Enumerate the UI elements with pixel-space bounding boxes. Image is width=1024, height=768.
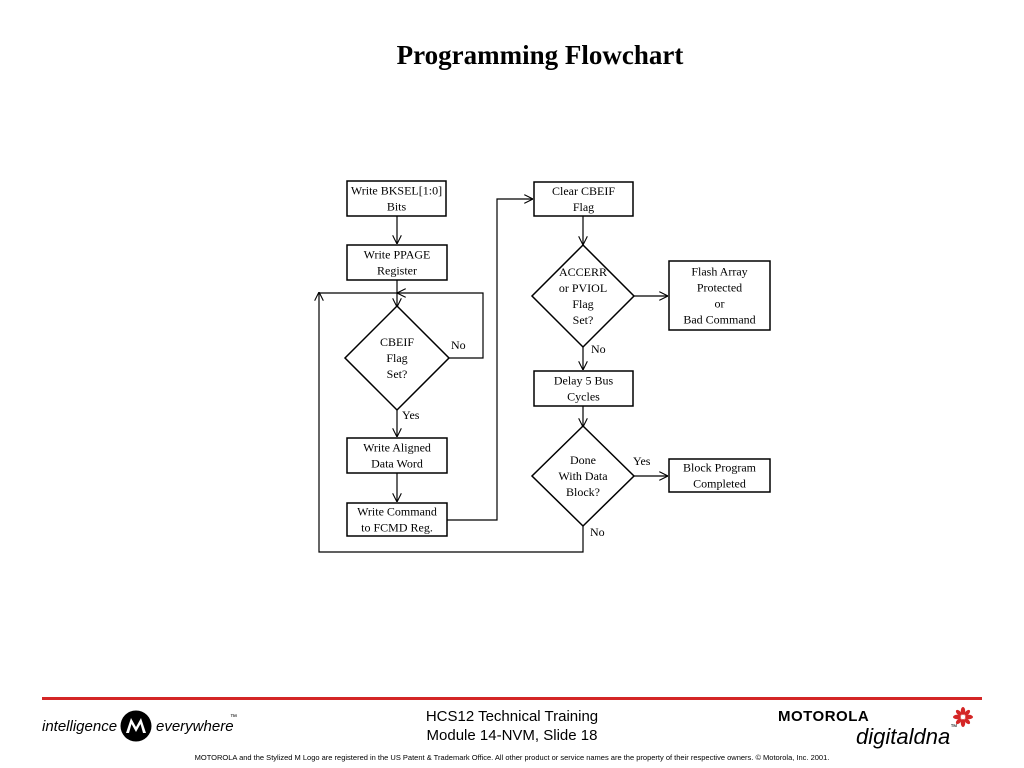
flash-protected-line-3: or <box>715 297 725 311</box>
clear-cbeif-line-1: Clear CBEIF <box>552 184 615 198</box>
edge-label-done-no: No <box>590 525 605 539</box>
cbeif-check-line-3: Set? <box>387 367 408 381</box>
write-data-line-1: Write Aligned <box>363 441 431 455</box>
cbeif-check-line-1: CBEIF <box>380 335 414 349</box>
write-ppage-line-1: Write PPAGE <box>364 248 431 262</box>
write-data-box <box>346 437 448 474</box>
motorola-wordmark: MOTOROLA <box>778 708 870 725</box>
arrow-done-no-loop <box>319 292 584 553</box>
clear-cbeif-line-2: Flag <box>573 200 594 214</box>
tagline-right: everywhere <box>156 718 234 735</box>
done-check-diamond <box>530 424 636 528</box>
digitaldna-text: digitaldna <box>856 724 951 749</box>
block-complete-box <box>668 458 771 493</box>
error-check-line-3: Flag <box>572 297 593 311</box>
write-bksel-line-2: Bits <box>387 200 407 214</box>
block-complete-line-1: Block Program <box>683 461 757 475</box>
write-bksel-line-1: Write BKSEL[1:0] <box>351 184 442 198</box>
delay-line-2: Cycles <box>567 390 600 404</box>
flash-protected-box <box>668 260 771 331</box>
tagline-left: intelligence <box>42 718 118 735</box>
cbeif-check-diamond <box>343 304 451 412</box>
clear-cbeif-box <box>533 181 634 217</box>
motorola-m-logo-icon <box>120 710 152 742</box>
cbeif-check-line-2: Flag <box>386 351 407 365</box>
arrow-cbeif-no-loop <box>397 293 484 359</box>
block-complete-line-2: Completed <box>693 477 746 491</box>
delay-line-1: Delay 5 Bus <box>554 374 614 388</box>
slide-title: Programming Flowchart <box>396 40 684 70</box>
arrow-cmd-to-clear <box>447 199 533 521</box>
flash-protected-line-4: Bad Command <box>683 313 755 327</box>
flash-protected-line-1: Flash Array <box>691 265 747 279</box>
error-check-line-2: or PVIOL <box>559 281 607 295</box>
edge-label-cbeif-no: No <box>451 338 466 352</box>
write-bksel-box <box>346 180 447 217</box>
edge-label-error-no: No <box>591 342 606 356</box>
legal-notice: MOTOROLA and the Stylized M Logo are reg… <box>194 753 830 762</box>
digitaldna-wordmark: digitaldna™ <box>856 724 957 750</box>
footer-divider <box>42 697 982 700</box>
done-check-line-2: With Data <box>558 469 608 483</box>
delay-box <box>533 370 634 407</box>
done-check-line-1: Done <box>570 453 596 467</box>
write-cmd-box <box>346 502 448 537</box>
error-check-line-1: ACCERR <box>559 265 607 279</box>
flash-protected-line-2: Protected <box>697 281 742 295</box>
done-check-line-3: Block? <box>566 485 600 499</box>
error-check-diamond <box>530 243 636 349</box>
write-ppage-line-2: Register <box>377 264 417 278</box>
write-cmd-line-1: Write Command <box>357 505 437 519</box>
course-title: HCS12 Technical Training <box>425 708 599 725</box>
write-ppage-box <box>346 244 448 281</box>
edge-label-done-yes: Yes <box>633 454 651 468</box>
footer-course-info: HCS12 Technical Training Module 14-NVM, … <box>412 707 612 745</box>
write-cmd-line-2: to FCMD Reg. <box>361 521 433 535</box>
write-data-line-2: Data Word <box>371 457 423 471</box>
edge-label-cbeif-yes: Yes <box>402 408 420 422</box>
digitaldna-tm: ™ <box>950 724 958 731</box>
trademark-mark: ™ <box>230 714 237 721</box>
digitaldna-flower-icon <box>953 707 973 727</box>
error-check-line-4: Set? <box>573 313 594 327</box>
intelligence-everywhere-logo: intelligence everywhere ™ <box>42 708 242 744</box>
slide-reference: Module 14-NVM, Slide 18 <box>426 727 598 744</box>
